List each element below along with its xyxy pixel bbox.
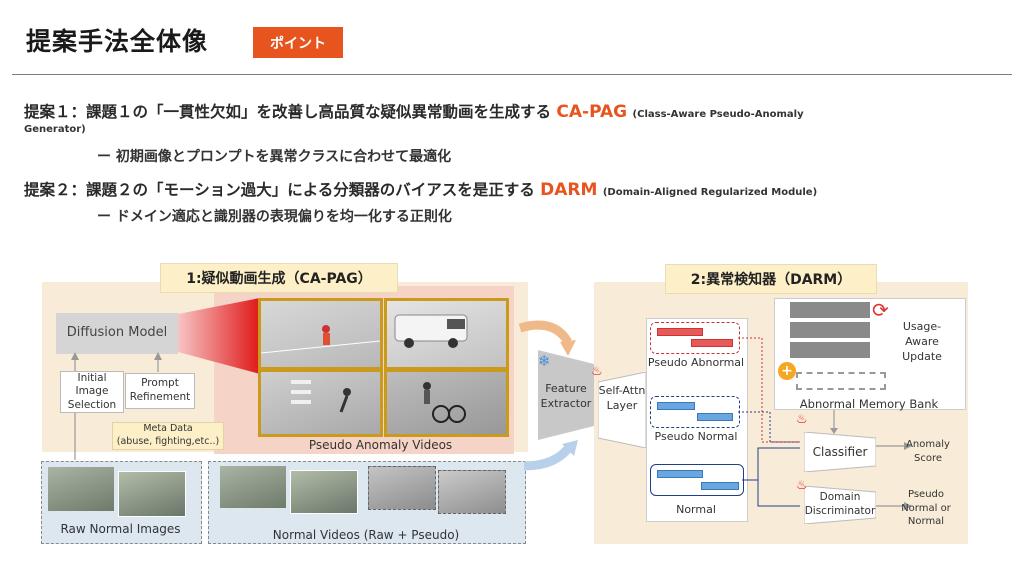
proposal-1-fullname-a: (Class-Aware Pseudo-Anomaly (632, 109, 804, 120)
flow-arrows (518, 320, 578, 471)
pseudo-normal-features (650, 396, 740, 428)
meta-data-label: Meta Data (143, 423, 193, 435)
meta-data-examples: (abuse, fighting,etc..) (116, 436, 220, 447)
anomaly-score-label: Anomaly Score (906, 439, 950, 464)
proposal-1-sub: ー 初期画像とプロンプトを異常クラスに合わせて最適化 (97, 149, 452, 165)
normal-video-4 (438, 470, 506, 514)
usage-aware-update-label: Usage-Aware Update (902, 320, 942, 363)
memory-slot-1 (790, 302, 870, 318)
proposal-2-fullname: (Domain-Aligned Regularized Module) (602, 187, 818, 198)
normal-video-1 (220, 466, 286, 508)
memory-slot-3 (790, 342, 870, 358)
add-icon: + (778, 362, 796, 380)
proposal-2-line: 提案２：課題２の「モーション過大」による分類器のバイアスを是正する DARM (… (24, 178, 817, 200)
fire-icon-classifier: ♨ (796, 412, 808, 427)
raw-normal-image-1 (48, 467, 114, 511)
refresh-icon: ⟳ (872, 298, 889, 322)
pseudo-abnormal-features (650, 322, 740, 354)
abnormal-memory-bank-label: Abnormal Memory Bank (799, 397, 939, 411)
diffusion-model-box: Diffusion Model (56, 313, 178, 354)
feature-extractor-shape (538, 350, 594, 440)
proposal-1-name: CA-PAG (556, 102, 628, 122)
raw-normal-images-label: Raw Normal Images (60, 522, 181, 536)
proposal-2-sub: ー ドメイン適応と識別器の表現偏りを均一化する正則化 (97, 209, 452, 225)
discriminator-shape (804, 486, 876, 524)
header-divider (12, 74, 1012, 75)
proposal-2-name: DARM (540, 180, 598, 200)
meta-data-box: Meta Data (abuse, fighting,etc..) (112, 422, 224, 450)
feature-extractor-label: Feature Extractor (540, 382, 592, 410)
connector-lines (738, 337, 912, 510)
initial-image-selection-box: Initial Image Selection (60, 371, 124, 413)
normal-label: Normal (676, 503, 716, 516)
classifier-shape (804, 432, 876, 472)
pseudo-video-1 (258, 298, 383, 370)
diffusion-fan (178, 298, 260, 374)
prompt-refinement-box: Prompt Refinement (125, 373, 195, 409)
self-attn-shape (598, 372, 646, 448)
snowflake-icon: ❄ (538, 352, 551, 370)
proposal-1-lead: 提案１：課題１の「一貫性欠如」を改善し高品質な疑似異常動画を生成する (24, 103, 552, 121)
pseudo-video-4 (384, 369, 509, 437)
memory-slot-new (796, 372, 886, 390)
self-attn-label: Self-Attn Layer (598, 384, 646, 412)
point-badge: ポイント (253, 27, 343, 58)
darm-title: 2:異常検知器（DARM） (665, 264, 877, 294)
proposal-2-lead: 提案２：課題２の「モーション過大」による分類器のバイアスを是正する (24, 181, 535, 199)
ca-pag-title: 1:疑似動画生成（CA-PAG） (160, 263, 398, 293)
normal-features (650, 464, 744, 496)
raw-normal-image-2 (118, 471, 186, 517)
pseudo-abnormal-label: Pseudo Abnormal (647, 356, 745, 369)
page-title: 提案手法全体像 (26, 27, 209, 56)
pseudo-normal-label: Pseudo Normal (654, 430, 738, 443)
proposal-1-fullname-b: Generator) (24, 124, 86, 135)
normal-video-3 (368, 466, 436, 510)
normal-video-2 (290, 470, 358, 514)
classifier-label: Classifier (812, 445, 868, 459)
fire-icon: ♨ (591, 364, 603, 379)
pseudo-anomaly-videos-label: Pseudo Anomaly Videos (308, 438, 453, 452)
proposal-1-line: 提案１：課題１の「一貫性欠如」を改善し高品質な疑似異常動画を生成する CA-PA… (24, 100, 804, 122)
pseudo-video-2 (384, 298, 509, 370)
pseudo-video-3 (258, 369, 383, 437)
memory-slot-2 (790, 322, 870, 338)
normal-videos-label: Normal Videos (Raw + Pseudo) (272, 528, 460, 542)
fire-icon-discriminator: ♨ (796, 478, 808, 493)
domain-discriminator-label: Domain Discriminator (804, 491, 876, 518)
pseudo-normal-or-normal-label: Pseudo Normal or Normal (901, 489, 951, 527)
